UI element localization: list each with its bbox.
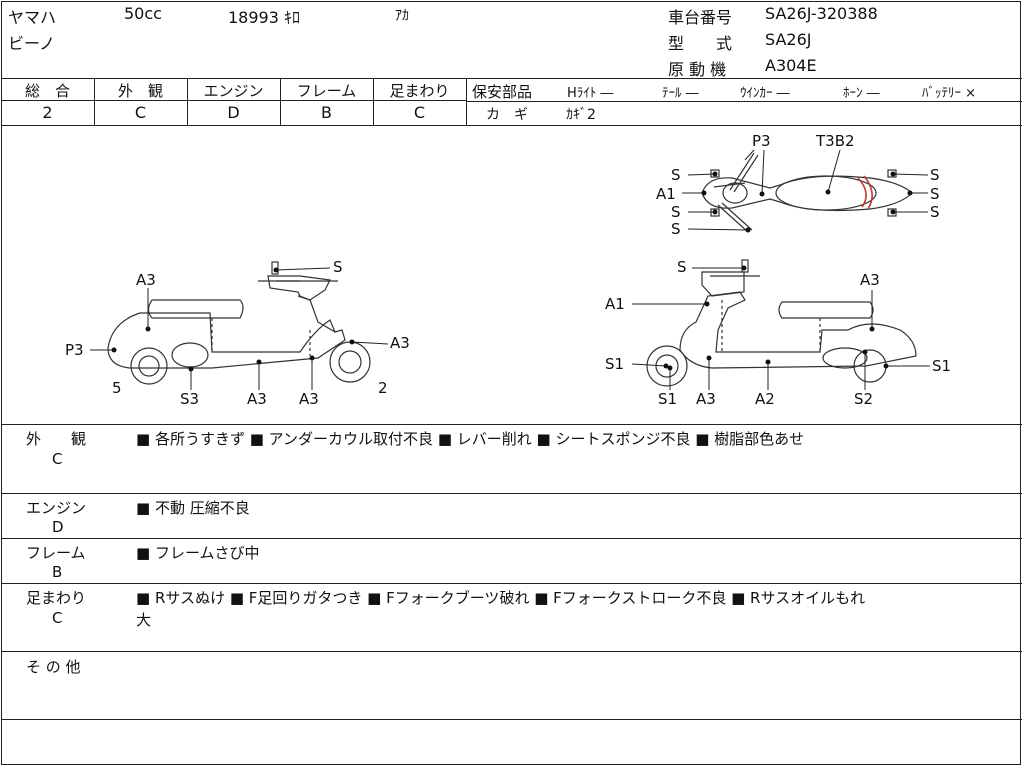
frame-no: SA26J-320388 [765, 4, 878, 23]
diagram-label: A3 [299, 390, 319, 408]
diagram-label: S1 [932, 357, 951, 375]
divider [1, 583, 1022, 584]
remark-frame-grade: B [52, 563, 63, 581]
divider [1, 125, 1022, 126]
remark-suspension-label: 足まわり [26, 589, 87, 607]
safety-winker: ｳｲﾝｶｰ ― [740, 86, 790, 101]
diagram-label: S [930, 166, 940, 184]
diagram-label: S2 [854, 390, 873, 408]
safety-headlight: Hﾗｲﾄ ― [567, 86, 614, 101]
remark-engine-text: ■ 不動 圧縮不良 [136, 499, 250, 517]
diagram-label: 2 [378, 379, 388, 397]
grade-engine-label: エンジン [203, 82, 264, 100]
divider [1, 719, 1022, 720]
diagram-label: A3 [136, 271, 156, 289]
diagram-label: S [671, 203, 681, 221]
diagram-label: A3 [390, 334, 410, 352]
remark-frame-label: フレーム [26, 544, 86, 562]
grade-overall-label: 総 合 [24, 82, 70, 100]
remark-suspension-text: ■ Rサスぬけ ■ F足回りガタつき ■ Fフォークブーツ破れ ■ Fフォークス… [136, 589, 866, 607]
diagram-label: S1 [605, 355, 624, 373]
diagram-label: P3 [65, 341, 84, 359]
diagram-label: S [930, 203, 940, 221]
remark-suspension-text2: 大 [136, 611, 152, 629]
key-label: カ ギ [486, 107, 528, 123]
remark-suspension-grade: C [52, 609, 63, 627]
remark-exterior-label: 外 観 [26, 430, 87, 448]
diagram-label: T3B2 [815, 132, 855, 150]
diagram-label: S1 [658, 390, 677, 408]
remark-engine-grade: D [52, 518, 64, 536]
type-label: 型 式 [668, 34, 733, 53]
mileage: 18993 ｷﾛ [228, 8, 300, 27]
remark-exterior-grade: C [52, 450, 63, 468]
grade-suspension-label: 足まわり [389, 82, 450, 100]
remark-exterior-text: ■ 各所うすきず ■ アンダーカウル取付不良 ■ レバー削れ ■ シートスポンジ… [136, 430, 805, 448]
diagram-label: A3 [247, 390, 267, 408]
diagram-label: 5 [112, 379, 122, 397]
diagram-label: P3 [752, 132, 771, 150]
diagram-label: A3 [696, 390, 716, 408]
diagram-label: S [671, 220, 681, 238]
color: ｱｶ [395, 8, 409, 24]
divider [1, 651, 1022, 652]
divider [1, 493, 1022, 494]
model-name: ビーノ [8, 34, 56, 53]
diagram-label: S [677, 258, 687, 276]
divider [1, 424, 1022, 425]
diagram-label: S [333, 258, 343, 276]
divider [373, 78, 374, 125]
damage-mark [863, 175, 873, 210]
divider [94, 78, 95, 125]
safety-horn: ﾎｰﾝ ― [843, 86, 880, 101]
remark-other-label: そ の 他 [26, 658, 81, 676]
diagram-label: S3 [180, 390, 199, 408]
divider [1, 100, 466, 101]
grade-exterior-value: C [134, 103, 147, 122]
divider [280, 78, 281, 125]
type-value: SA26J [765, 30, 812, 49]
grade-suspension-value: C [413, 103, 426, 122]
scooter-top-view [701, 149, 913, 233]
grade-frame-label: フレーム [296, 82, 357, 100]
diagram-label: A1 [605, 295, 625, 313]
divider [466, 101, 1022, 102]
engine-label: 原 動 機 [668, 60, 727, 79]
remark-engine-label: エンジン [26, 499, 87, 517]
diagram-label: A2 [755, 390, 775, 408]
diagram-label: A3 [860, 271, 880, 289]
safety-label: 保安部品 [472, 83, 533, 101]
grade-engine-value: D [227, 103, 240, 122]
safety-tail: ﾃｰﾙ ― [662, 86, 699, 101]
diagram-label: S [671, 166, 681, 184]
damage-mark [857, 177, 867, 208]
divider [187, 78, 188, 125]
divider [1, 538, 1022, 539]
frame-no-label: 車台番号 [668, 8, 733, 27]
grade-overall-value: 2 [42, 103, 53, 122]
divider [1, 78, 1022, 79]
remark-frame-text: ■ フレームさび中 [136, 544, 260, 562]
diagram-label: A1 [656, 185, 676, 203]
grade-frame-value: B [321, 103, 332, 122]
engine-cc: 50cc [124, 4, 162, 23]
safety-battery: ﾊﾞｯﾃﾘｰ × [922, 86, 977, 101]
grade-exterior-label: 外 観 [117, 82, 163, 100]
diagram-label: S [930, 185, 940, 203]
key-value: ｶｷﾞ2 [566, 107, 596, 123]
engine-value: A304E [765, 56, 817, 75]
maker: ヤマハ [8, 8, 57, 27]
